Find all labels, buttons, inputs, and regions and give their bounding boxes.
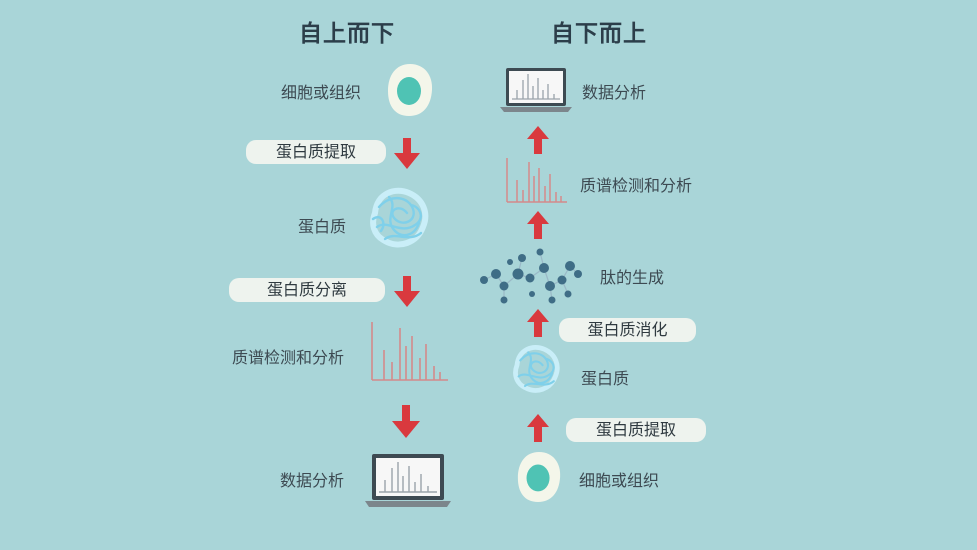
laptop-icon	[500, 68, 572, 112]
cell-icon	[517, 452, 561, 502]
left-item-ms-label: 质谱检测和分析	[232, 348, 345, 367]
protein-icon	[370, 187, 429, 248]
down-arrow-icon	[392, 405, 420, 438]
up-arrow-icon	[527, 309, 549, 337]
cell-icon	[388, 64, 433, 116]
right-item-cells-label: 细胞或组织	[579, 471, 660, 490]
right-item-ms-label: 质谱检测和分析	[580, 176, 693, 195]
mass-spectrum-icon	[506, 158, 567, 203]
left-item-data-label: 数据分析	[280, 471, 345, 490]
left-item-cells-label: 细胞或组织	[281, 83, 362, 102]
right-item-data-label: 数据分析	[582, 83, 647, 102]
left-item-protein-label: 蛋白质	[298, 217, 347, 236]
laptop-icon	[365, 454, 451, 507]
right-title: 自下而上	[551, 21, 647, 47]
left-title: 自上而下	[299, 21, 395, 47]
down-arrow-icon	[394, 138, 420, 169]
protein-icon	[513, 345, 560, 393]
down-arrow-icon	[394, 276, 420, 307]
mass-spectrum-icon	[371, 322, 448, 381]
up-arrow-icon	[527, 211, 549, 239]
up-arrow-icon	[527, 126, 549, 154]
left-step-separation: 蛋白质分离	[229, 278, 385, 302]
right-item-protein-label: 蛋白质	[581, 369, 630, 388]
right-item-peptide-label: 肽的生成	[600, 268, 665, 287]
right-step-extraction: 蛋白质提取	[566, 418, 706, 442]
peptide-molecules-icon	[480, 248, 582, 304]
up-arrow-icon	[527, 414, 549, 442]
right-step-digestion: 蛋白质消化	[559, 318, 696, 342]
left-step-extraction: 蛋白质提取	[246, 140, 386, 164]
